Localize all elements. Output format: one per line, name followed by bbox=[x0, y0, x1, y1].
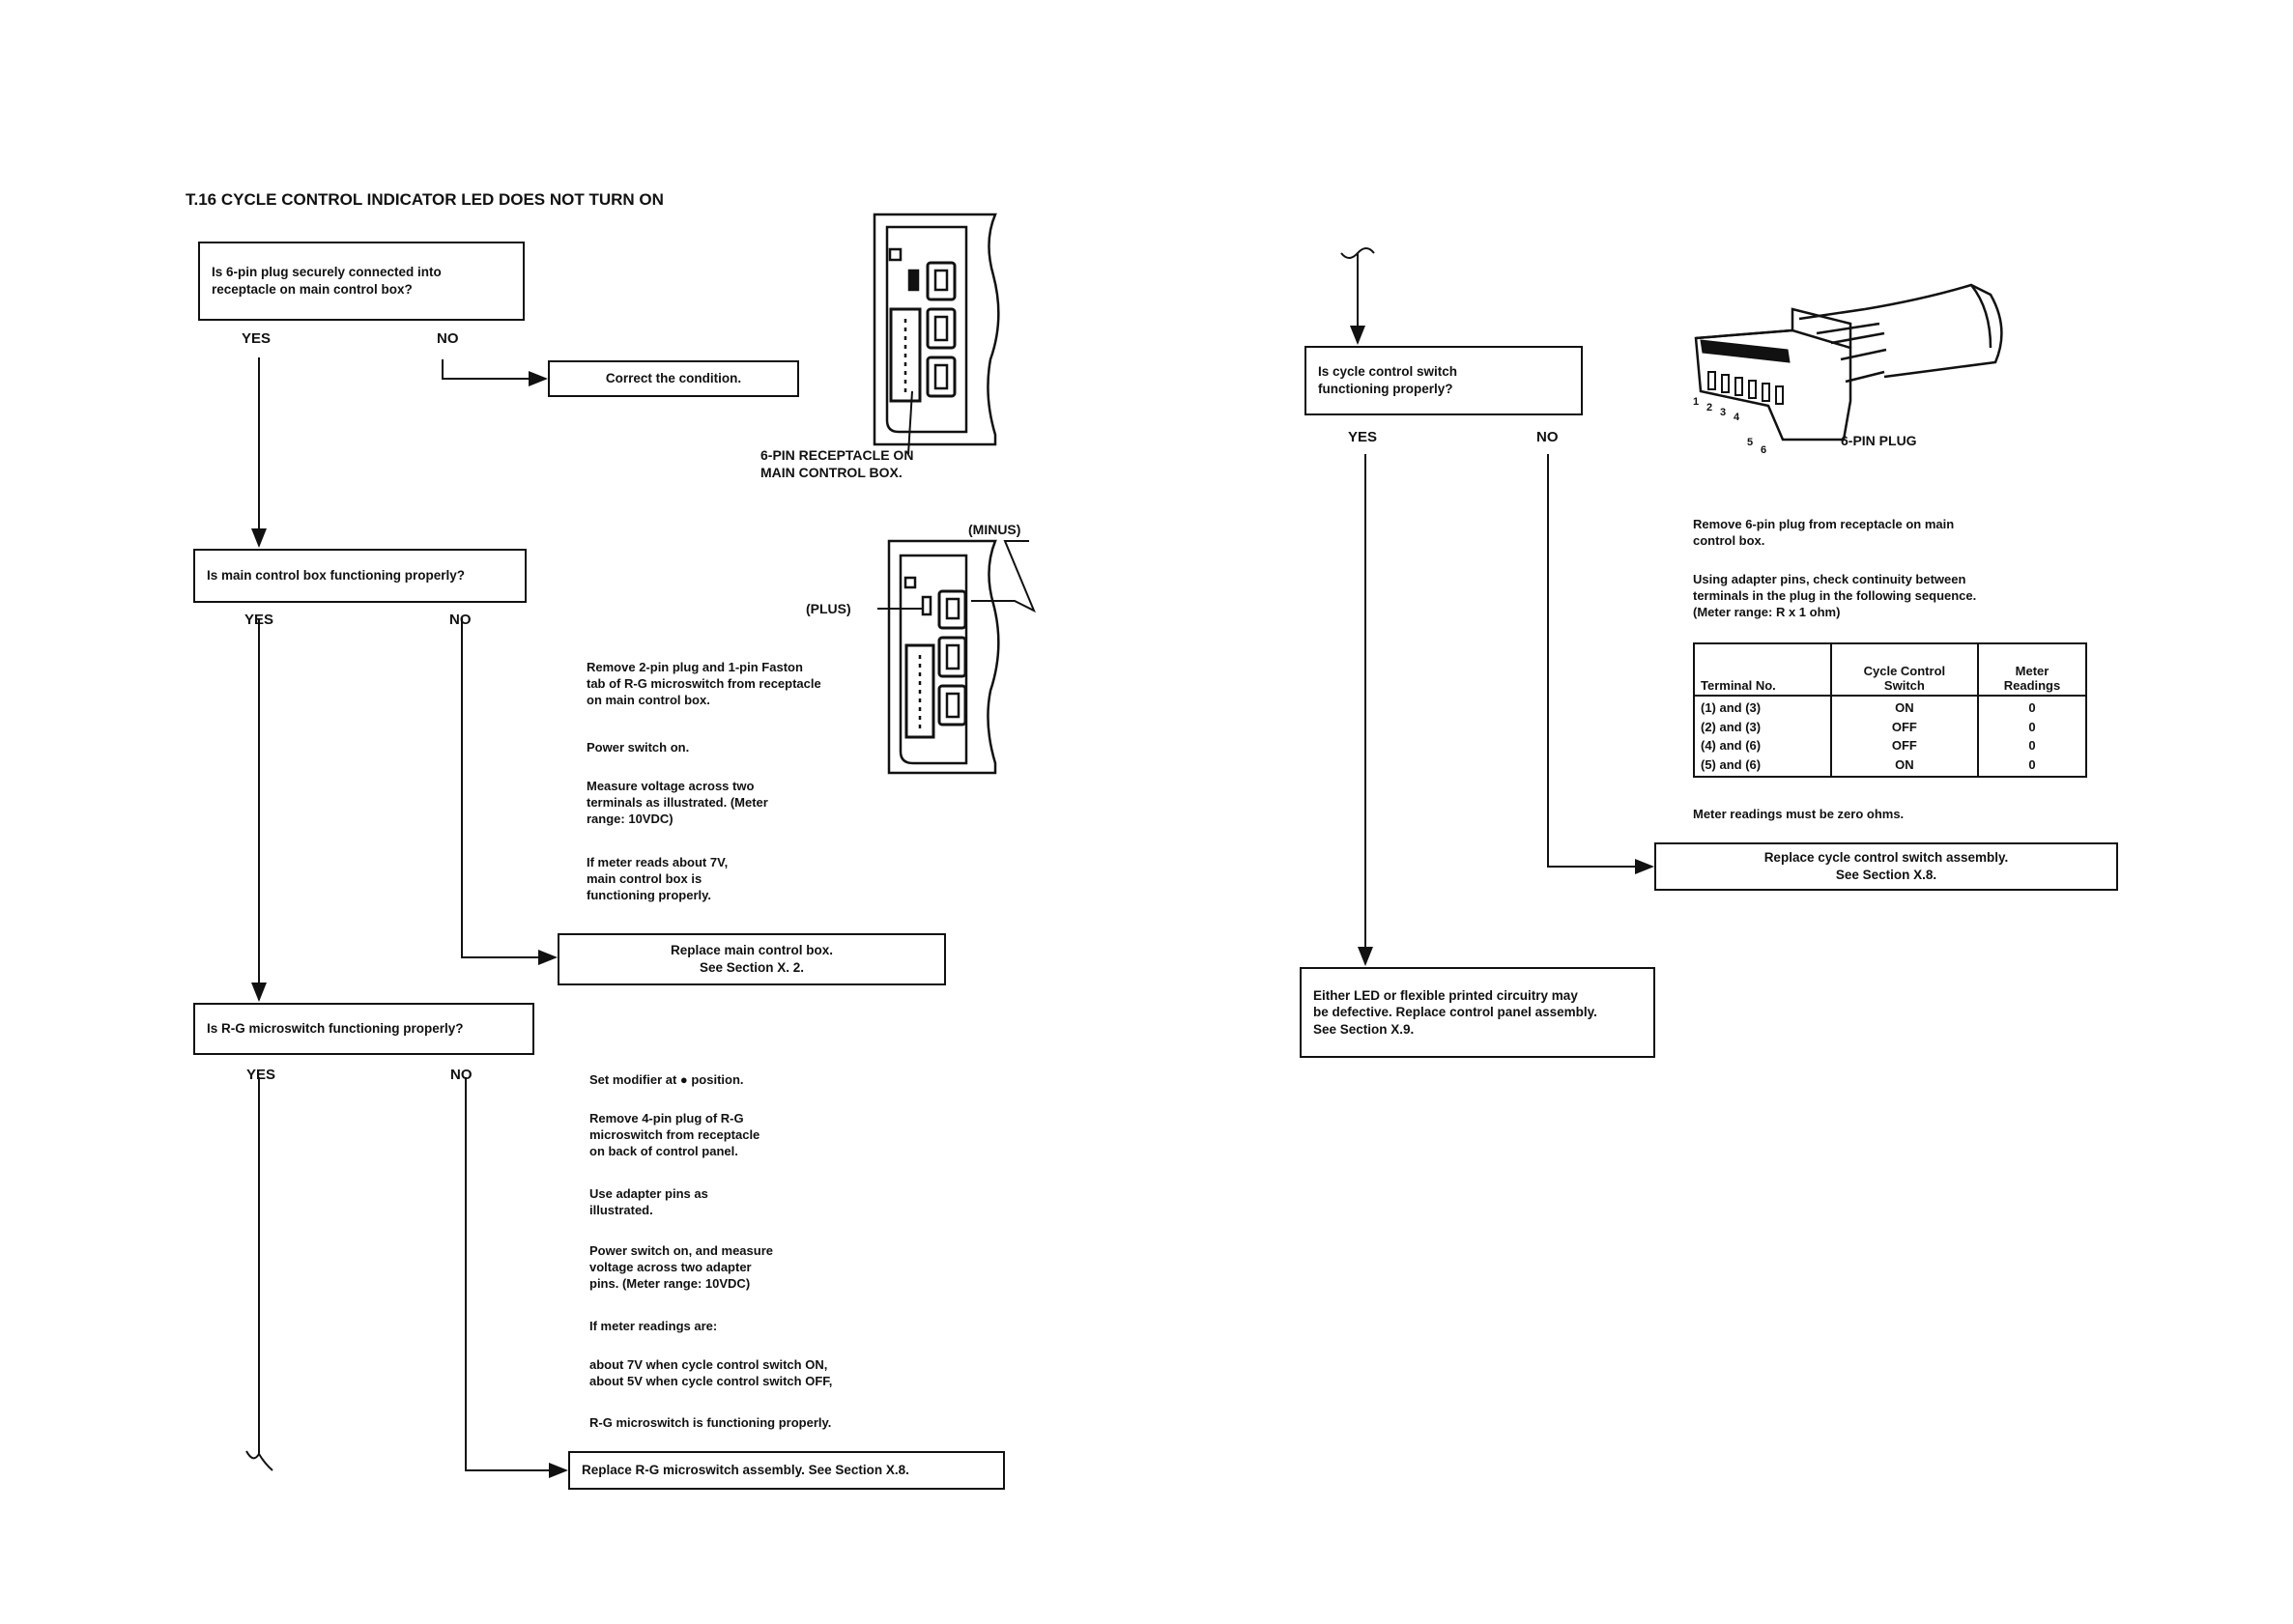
instruction-note: Use adapter pins as illustrated. bbox=[589, 1186, 708, 1217]
plug-figure bbox=[1694, 283, 2003, 442]
cell-value: (1) and (3) bbox=[1701, 700, 1762, 715]
page-title: T.16 CYCLE CONTROL INDICATOR LED DOES NO… bbox=[186, 190, 664, 209]
question-rg-microswitch: Is R-G microswitch functioning properly? bbox=[193, 1003, 534, 1055]
question-text: Is R-G microswitch functioning properly? bbox=[207, 1021, 464, 1037]
column-header: Cycle Control Switch bbox=[1829, 642, 1979, 697]
question-text: Is 6-pin plug securely connected into re… bbox=[212, 265, 442, 297]
action-replace-main-control-box: Replace main control box. See Section X.… bbox=[558, 933, 946, 985]
column-header: Terminal No. bbox=[1693, 642, 1832, 697]
action-replace-cycle-control-switch: Replace cycle control switch assembly. S… bbox=[1654, 842, 2118, 891]
instruction-note: If meter reads about 7V, main control bo… bbox=[587, 855, 729, 902]
pin-number: 6 bbox=[1761, 444, 1767, 456]
table-cell: (1) and (3) (2) and (3) (4) and (6) (5) … bbox=[1693, 695, 1832, 778]
table-header-row: Terminal No. Cycle Control Switch Meter … bbox=[1693, 642, 2088, 697]
no-label: NO bbox=[1536, 429, 1559, 445]
pin-number: 3 bbox=[1720, 407, 1727, 418]
instruction-note: R-G microswitch is functioning properly. bbox=[589, 1415, 832, 1430]
cell-value: OFF bbox=[1891, 719, 1917, 734]
action-text: Correct the condition. bbox=[605, 371, 742, 386]
question-text: Is cycle control switch functioning prop… bbox=[1318, 364, 1458, 396]
action-replace-rg-microswitch: Replace R-G microswitch assembly. See Se… bbox=[568, 1451, 1005, 1490]
question-cycle-control-switch: Is cycle control switch functioning prop… bbox=[1304, 346, 1583, 415]
instruction-note: Remove 6-pin plug from receptacle on mai… bbox=[1693, 517, 1955, 548]
instruction-note: Using adapter pins, check continuity bet… bbox=[1693, 572, 1977, 619]
cell-value: 0 bbox=[2028, 700, 2036, 715]
cell-value: (4) and (6) bbox=[1701, 738, 1762, 753]
cell-value: 0 bbox=[2028, 756, 2036, 772]
pin-number: 2 bbox=[1706, 402, 1713, 413]
question-text: Is main control box functioning properly… bbox=[207, 568, 466, 584]
cell-value: OFF bbox=[1891, 738, 1917, 753]
instruction-note: Set modifier at ● position. bbox=[589, 1072, 744, 1087]
pin-number: 1 bbox=[1693, 396, 1700, 408]
plug-caption: 6-PIN PLUG bbox=[1841, 433, 1917, 448]
instruction-note: Measure voltage across two terminals as … bbox=[587, 779, 768, 826]
no-label: NO bbox=[450, 1067, 473, 1083]
instruction-note: If meter readings are: bbox=[589, 1319, 718, 1333]
table-row: (1) and (3) (2) and (3) (4) and (6) (5) … bbox=[1693, 695, 2088, 778]
action-text: Replace cycle control switch assembly. S… bbox=[1763, 850, 2009, 882]
action-correct-condition: Correct the condition. bbox=[548, 360, 799, 397]
yes-label: YES bbox=[242, 330, 272, 347]
cell-value: 0 bbox=[2028, 738, 2036, 753]
receptacle-figure bbox=[873, 213, 1000, 455]
action-text: Either LED or flexible printed circuitry… bbox=[1313, 987, 1597, 1037]
continuity-table: Terminal No. Cycle Control Switch Meter … bbox=[1693, 642, 2088, 778]
measure-figure bbox=[877, 539, 1036, 775]
cell-value: 0 bbox=[2028, 719, 2036, 734]
cell-value: (5) and (6) bbox=[1701, 756, 1762, 772]
plus-label: (PLUS) bbox=[806, 601, 851, 616]
question-main-control-box: Is main control box functioning properly… bbox=[193, 549, 527, 603]
action-text: Replace main control box. See Section X.… bbox=[670, 943, 834, 975]
pin-number: 5 bbox=[1747, 437, 1754, 448]
minus-label: (MINUS) bbox=[968, 522, 1021, 537]
no-label: NO bbox=[437, 330, 459, 347]
cell-value: (2) and (3) bbox=[1701, 719, 1762, 734]
receptacle-caption: 6-PIN RECEPTACLE ON MAIN CONTROL BOX. bbox=[760, 447, 914, 480]
no-label: NO bbox=[449, 612, 472, 628]
cell-value: ON bbox=[1895, 700, 1914, 715]
action-text: Replace R-G microswitch assembly. See Se… bbox=[582, 1463, 909, 1478]
yes-label: YES bbox=[246, 1067, 276, 1083]
cell-value: ON bbox=[1895, 756, 1914, 772]
instruction-note: about 7V when cycle control switch ON, a… bbox=[589, 1357, 833, 1388]
yes-label: YES bbox=[1348, 429, 1378, 445]
column-header: Meter Readings bbox=[1976, 642, 2088, 697]
instruction-note: Power switch on. bbox=[587, 740, 690, 755]
table-cell: 0 0 0 0 bbox=[1976, 695, 2088, 778]
yes-label: YES bbox=[244, 612, 274, 628]
instruction-note: Meter readings must be zero ohms. bbox=[1693, 807, 1905, 821]
action-replace-control-panel: Either LED or flexible printed circuitry… bbox=[1300, 967, 1655, 1058]
pin-number: 4 bbox=[1734, 412, 1740, 423]
instruction-note: Remove 4-pin plug of R-G microswitch fro… bbox=[589, 1111, 760, 1158]
instruction-note: Power switch on, and measure voltage acr… bbox=[589, 1243, 773, 1291]
question-plug-connected: Is 6-pin plug securely connected into re… bbox=[198, 242, 525, 321]
instruction-note: Remove 2-pin plug and 1-pin Faston tab o… bbox=[587, 660, 821, 707]
table-cell: ON OFF OFF ON bbox=[1829, 695, 1979, 778]
